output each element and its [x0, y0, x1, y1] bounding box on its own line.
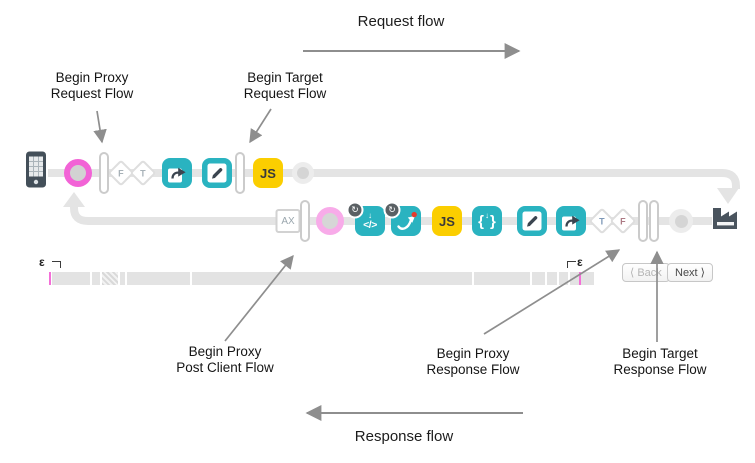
condition-letter: T — [599, 216, 605, 226]
begin-target-request-flow-capsule[interactable] — [235, 152, 245, 194]
begin-proxy-post-client-flow-capsule[interactable] — [300, 200, 310, 242]
client-phone-icon[interactable] — [26, 151, 47, 193]
label-line: Begin Proxy — [436, 346, 510, 361]
code-glyph: </> — [363, 218, 377, 231]
label-begin-proxy-post-client-flow: Begin Proxy Post Client Flow — [140, 344, 310, 377]
response-track — [70, 206, 712, 225]
gray-step-circle-response-end[interactable] — [669, 209, 693, 233]
loop-badge-icon: ↻ — [346, 201, 364, 219]
label-line: Request Flow — [50, 86, 134, 102]
label-begin-proxy-response-flow: Begin Proxy Response Flow — [388, 346, 558, 379]
timeline-scrubber[interactable] — [52, 272, 594, 285]
timeline-gap — [545, 272, 547, 285]
label-line: Request Flow — [243, 86, 327, 102]
pink-step-circle-request[interactable] — [64, 159, 92, 187]
timeline-tick-start — [49, 272, 51, 285]
policy-share-icon[interactable] — [556, 206, 586, 236]
policy-braces-icon[interactable]: { ↓ } — [472, 206, 502, 236]
loop-arrow-glyph: ↻ — [388, 204, 396, 215]
policy-share-icon[interactable] — [162, 158, 192, 188]
condition-letter: F — [620, 216, 626, 226]
request-track-arrowhead-icon — [717, 188, 739, 204]
condition-letter: T — [140, 168, 146, 178]
label-line: Begin Proxy — [188, 344, 262, 359]
gray-step-circle-request-end[interactable] — [292, 162, 314, 184]
label-line: Response Flow — [613, 362, 707, 378]
response-track-arrowhead-icon — [63, 192, 85, 207]
timeline-gap — [90, 272, 92, 285]
analytics-ax-box[interactable]: AX — [275, 209, 301, 233]
timeline-gap — [190, 272, 192, 285]
label-line: Begin Target — [247, 70, 323, 85]
timeline-gap — [557, 272, 559, 285]
target-factory-icon[interactable] — [710, 202, 740, 238]
timeline-gap — [530, 272, 532, 285]
policy-js-icon[interactable]: JS — [253, 158, 283, 188]
loop-arrow-glyph: ↻ — [351, 204, 359, 215]
down-arrow-icon: ↓ — [368, 210, 372, 220]
bracket-corner-left — [52, 261, 61, 268]
begin-proxy-response-flow-capsule[interactable] — [638, 200, 648, 242]
timeline-gap — [118, 272, 120, 285]
request-flow-caption: Request flow — [357, 13, 445, 30]
label-line: Begin Target — [622, 346, 698, 361]
brace-glyph: } — [490, 212, 496, 230]
epsilon-marker-left: ε — [39, 255, 45, 269]
timeline-gap — [568, 272, 570, 285]
label-line: Response Flow — [426, 362, 520, 378]
timeline-gap — [100, 272, 102, 285]
condition-letter: F — [118, 168, 124, 178]
response-flow-caption: Response flow — [354, 428, 454, 445]
policy-code-icon[interactable]: ↓ </> — [355, 206, 385, 236]
label-line: Post Client Flow — [176, 360, 274, 376]
epsilon-marker-right: ε — [577, 255, 583, 269]
policy-js-icon[interactable]: JS — [432, 206, 462, 236]
brace-glyph: { — [478, 212, 484, 230]
ax-label: AX — [281, 215, 295, 227]
label-begin-target-response-flow: Begin Target Response Flow — [575, 346, 745, 379]
timeline-gap — [125, 272, 127, 285]
next-button[interactable]: Next ⟩ — [667, 263, 713, 282]
begin-target-response-flow-capsule[interactable] — [649, 200, 659, 242]
js-label: JS — [260, 165, 276, 181]
loop-badge-icon: ↻ — [383, 201, 401, 219]
back-button[interactable]: ⟨ Back — [622, 263, 670, 282]
timeline-tick-end — [579, 272, 581, 285]
request-track — [48, 169, 740, 189]
label-begin-proxy-request-flow: Begin Proxy Request Flow — [7, 70, 177, 103]
timeline-gap — [472, 272, 474, 285]
begin-proxy-request-flow-capsule[interactable] — [99, 152, 109, 194]
policy-edit-icon[interactable] — [517, 206, 547, 236]
bracket-corner-right — [567, 261, 576, 268]
timeline-segment-hatched — [102, 272, 118, 285]
policy-edit-icon[interactable] — [202, 158, 232, 188]
pink-step-circle-response[interactable] — [316, 207, 344, 235]
js-label: JS — [439, 213, 455, 229]
label-begin-target-request-flow: Begin Target Request Flow — [200, 70, 370, 103]
label-line: Begin Proxy — [55, 70, 129, 85]
down-arrow-icon: ↓ — [485, 211, 489, 220]
